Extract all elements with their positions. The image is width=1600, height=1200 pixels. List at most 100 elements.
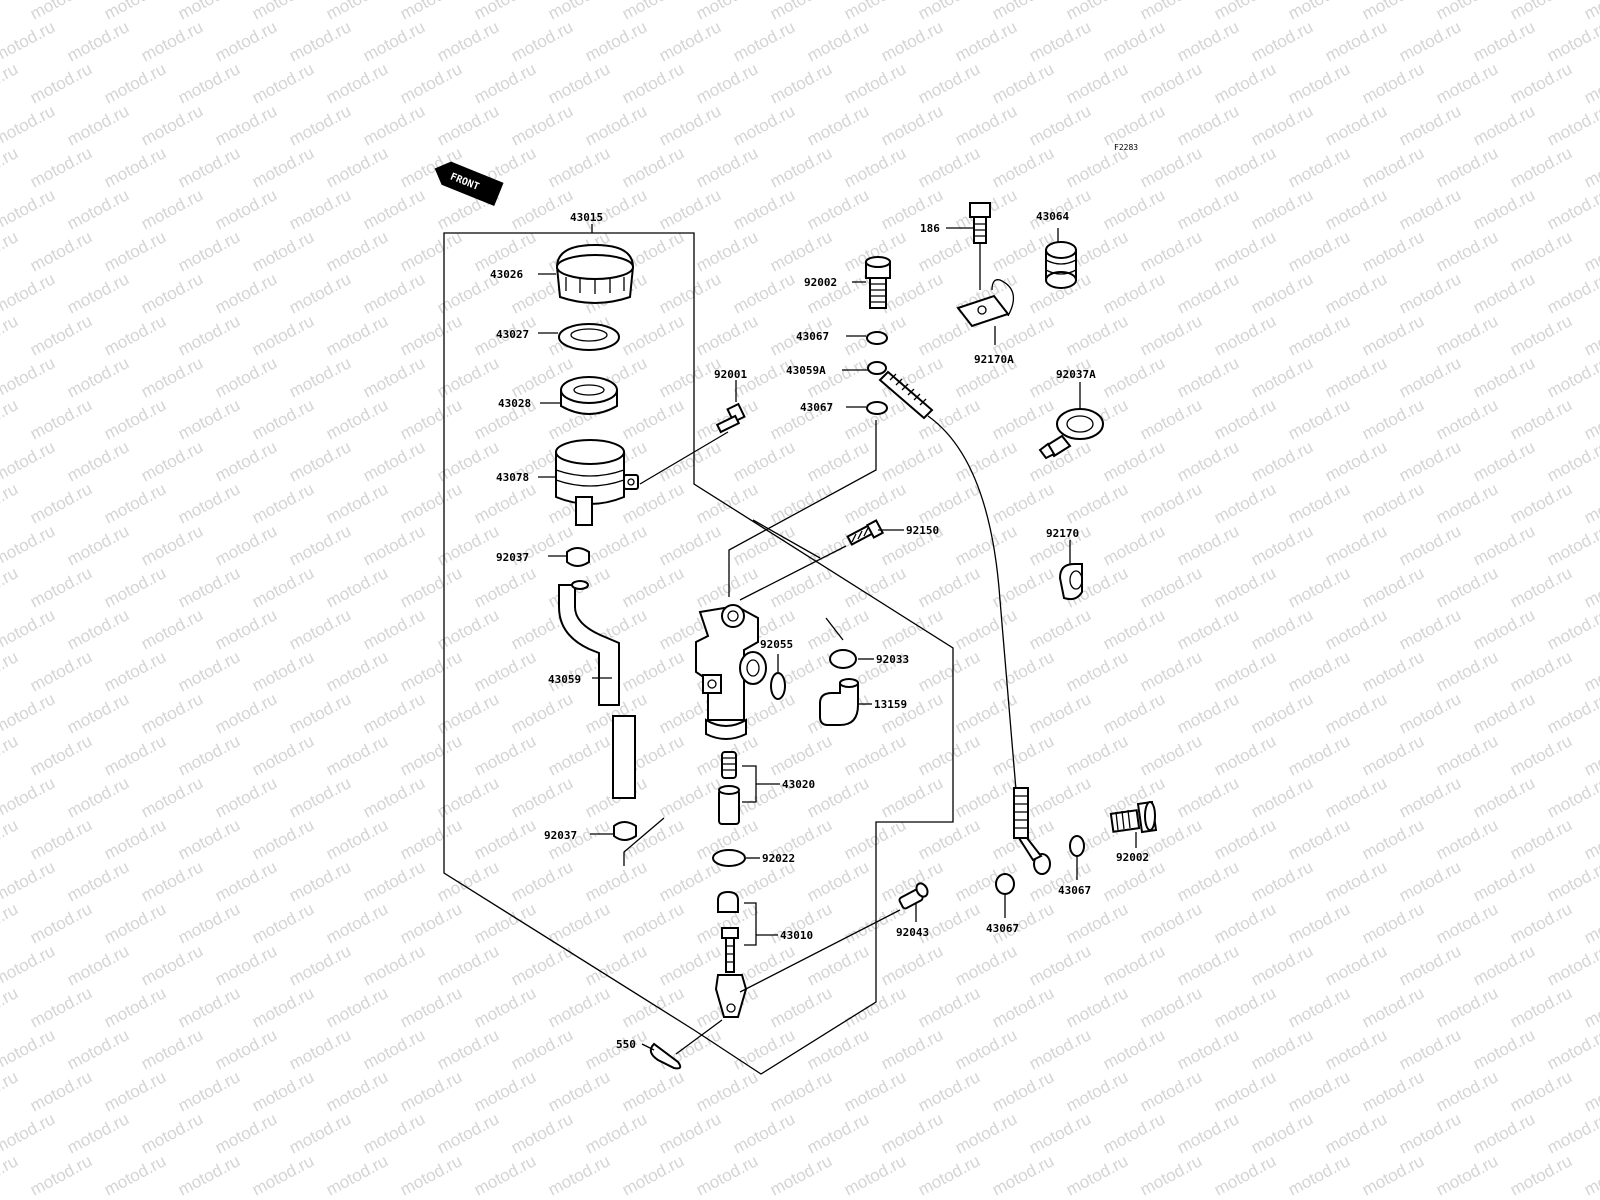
watermark-text: motod.ru <box>804 941 872 989</box>
watermark-text: motod.ru <box>1026 605 1094 653</box>
watermark-text: motod.ru <box>1285 311 1353 359</box>
watermark-text: motod.ru <box>0 437 58 485</box>
watermark-text: motod.ru <box>1100 521 1168 569</box>
watermark-text: motod.ru <box>508 941 576 989</box>
watermark-text: motod.ru <box>1026 1109 1094 1157</box>
watermark-text: motod.ru <box>101 1151 169 1199</box>
hose-clamp-92037A-part <box>1038 408 1104 460</box>
watermark-text: motod.ru <box>1396 353 1464 401</box>
label-43064: 43064 <box>1036 210 1069 223</box>
cylinder-bolt-part <box>728 420 885 601</box>
watermark-text: motod.ru <box>1322 689 1390 737</box>
watermark-text: motod.ru <box>27 395 95 443</box>
watermark-text: motod.ru <box>989 1151 1057 1199</box>
watermark-text: motod.ru <box>138 437 206 485</box>
watermark-text: motod.ru <box>1174 857 1242 905</box>
watermark-text: motod.ru <box>952 941 1020 989</box>
watermark-text: motod.ru <box>1470 1109 1538 1157</box>
watermark-text: motod.ru <box>286 605 354 653</box>
reservoir-part <box>555 439 639 526</box>
watermark-text: motod.ru <box>619 395 687 443</box>
watermark-text: motod.ru <box>804 1109 872 1157</box>
watermark-text: motod.ru <box>915 1151 983 1199</box>
label-92002-top: 92002 <box>804 276 837 289</box>
watermark-text: motod.ru <box>175 899 243 947</box>
watermark-text: motod.ru <box>27 1067 95 1115</box>
watermark-text: motod.ru <box>1063 983 1131 1031</box>
watermark-text: motod.ru <box>397 0 465 24</box>
watermark-text: motod.ru <box>1174 605 1242 653</box>
watermark-text: motod.ru <box>1581 647 1600 695</box>
watermark-text: motod.ru <box>730 101 798 149</box>
watermark-text: motod.ru <box>1100 941 1168 989</box>
watermark-text: motod.ru <box>1433 983 1501 1031</box>
watermark-text: motod.ru <box>1396 773 1464 821</box>
watermark-text: motod.ru <box>360 1025 428 1073</box>
watermark-text: motod.ru <box>1100 437 1168 485</box>
watermark-text: motod.ru <box>1396 857 1464 905</box>
watermark-text: motod.ru <box>1322 353 1390 401</box>
watermark-text: motod.ru <box>471 815 539 863</box>
watermark-text: motod.ru <box>360 941 428 989</box>
watermark-text: motod.ru <box>212 1109 280 1157</box>
watermark-text: motod.ru <box>1433 731 1501 779</box>
watermark-text: motod.ru <box>1322 17 1390 65</box>
watermark-text: motod.ru <box>0 101 58 149</box>
watermark-text: motod.ru <box>656 941 724 989</box>
watermark-text: motod.ru <box>508 185 576 233</box>
watermark-text: motod.ru <box>989 0 1057 24</box>
watermark-text: motod.ru <box>1359 899 1427 947</box>
label-92150: 92150 <box>906 524 939 537</box>
watermark-text: motod.ru <box>1322 1109 1390 1157</box>
watermark-text: motod.ru <box>0 689 58 737</box>
watermark-text: motod.ru <box>138 605 206 653</box>
label-43020: 43020 <box>782 778 815 791</box>
watermark-text: motod.ru <box>101 227 169 275</box>
watermark-text: motod.ru <box>286 1109 354 1157</box>
watermark-text: motod.ru <box>804 353 872 401</box>
watermark-text: motod.ru <box>101 731 169 779</box>
watermark-text: motod.ru <box>804 17 872 65</box>
watermark-text: motod.ru <box>175 227 243 275</box>
watermark-text: motod.ru <box>1285 815 1353 863</box>
label-92037A: 92037A <box>1056 368 1096 381</box>
watermark-text: motod.ru <box>656 185 724 233</box>
watermark-text: motod.ru <box>175 311 243 359</box>
watermark-text: motod.ru <box>1359 647 1427 695</box>
watermark-text: motod.ru <box>656 17 724 65</box>
watermark-text: motod.ru <box>286 1025 354 1073</box>
watermark-text: motod.ru <box>952 773 1020 821</box>
watermark-text: motod.ru <box>0 185 58 233</box>
watermark-text: motod.ru <box>989 1067 1057 1115</box>
label-92037-top: 92037 <box>496 551 529 564</box>
watermark-text: motod.ru <box>0 1109 58 1157</box>
label-43078: 43078 <box>496 471 529 484</box>
watermark-text: motod.ru <box>1063 647 1131 695</box>
watermark-text: motod.ru <box>1507 983 1575 1031</box>
watermark-text: motod.ru <box>323 815 391 863</box>
watermark-text: motod.ru <box>767 59 835 107</box>
watermark-text: motod.ru <box>508 773 576 821</box>
watermark-text: motod.ru <box>1211 143 1279 191</box>
watermark-text: motod.ru <box>1470 857 1538 905</box>
watermark-text: motod.ru <box>1433 143 1501 191</box>
watermark-text: motod.ru <box>767 1067 835 1115</box>
watermark-text: motod.ru <box>64 689 132 737</box>
watermark-text: motod.ru <box>1581 563 1600 611</box>
watermark-text: motod.ru <box>767 227 835 275</box>
watermark-text: motod.ru <box>1359 311 1427 359</box>
watermark-text: motod.ru <box>212 773 280 821</box>
watermark-text: motod.ru <box>1470 773 1538 821</box>
watermark-text: motod.ru <box>0 521 58 569</box>
watermark-text: motod.ru <box>286 17 354 65</box>
watermark-text: motod.ru <box>397 731 465 779</box>
cotter-pin-part <box>649 1019 723 1070</box>
label-43067-c: 43067 <box>1058 884 1091 897</box>
watermark-text: motod.ru <box>1470 941 1538 989</box>
watermark-text: motod.ru <box>0 773 58 821</box>
watermark-text: motod.ru <box>1322 1025 1390 1073</box>
watermark-text: motod.ru <box>1396 437 1464 485</box>
watermark-text: motod.ru <box>101 983 169 1031</box>
watermark-text: motod.ru <box>1137 143 1205 191</box>
watermark-text: motod.ru <box>64 1025 132 1073</box>
